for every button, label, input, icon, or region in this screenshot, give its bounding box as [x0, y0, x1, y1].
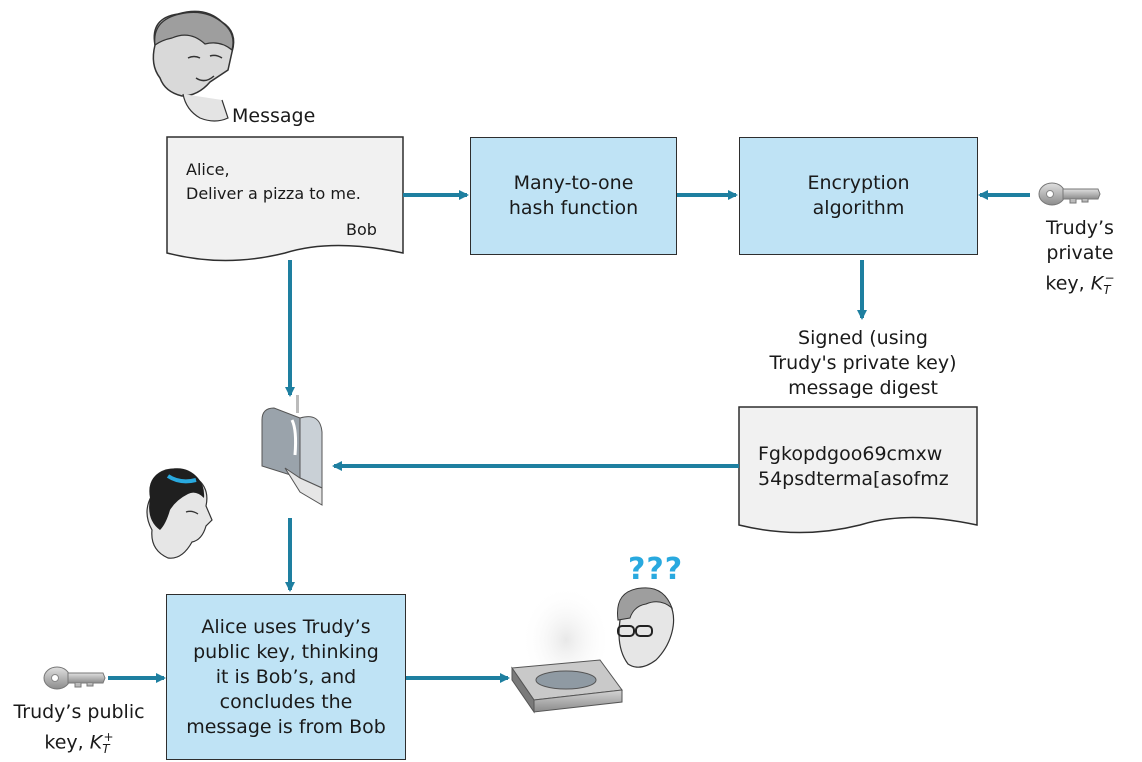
- message-body: Deliver a pizza to me.: [186, 184, 361, 203]
- alice-conclusion-box: Alice uses Trudy’s public key, thinking …: [166, 594, 406, 760]
- public-key-line2: key, KT+: [44, 730, 114, 757]
- bob-avatar: [152, 10, 235, 122]
- public-key-icon: [43, 666, 106, 690]
- receiver-device-icon: [511, 585, 623, 714]
- alice-avatar: [146, 468, 213, 559]
- message-label: Message: [232, 105, 316, 127]
- digest-line1: Fgkopdgoo69cmxw: [758, 443, 943, 465]
- digest-text: Fgkopdgoo69cmxw 54psdterma[asofmz: [758, 442, 949, 492]
- encryption-algorithm-box: Encryption algorithm: [739, 137, 978, 255]
- trudy-public-key-label: Trudy’s public key, KT+: [4, 700, 154, 762]
- trudy-private-key-label: Trudy’s private key, KT−: [1016, 216, 1142, 303]
- digest-document: [738, 406, 978, 534]
- message-signature: Bob: [346, 220, 377, 239]
- private-key-line2: key, KT−: [1045, 271, 1115, 298]
- signed-digest-label: Signed (using Trudy's private key) messa…: [769, 327, 957, 399]
- message-document: [166, 136, 404, 262]
- digest-line2: 54psdterma[asofmz: [758, 468, 949, 490]
- message-greeting: Alice,: [186, 160, 230, 179]
- mailbox-icon: [261, 395, 323, 506]
- private-key-icon: [1038, 182, 1101, 206]
- hash-function-box: Many-to-one hash function: [470, 137, 677, 255]
- public-key-line1: Trudy’s public: [13, 701, 145, 723]
- confusion-marks: ???: [628, 552, 684, 587]
- confused-person-avatar: [617, 587, 675, 668]
- private-key-line1: Trudy’s private: [1046, 217, 1114, 264]
